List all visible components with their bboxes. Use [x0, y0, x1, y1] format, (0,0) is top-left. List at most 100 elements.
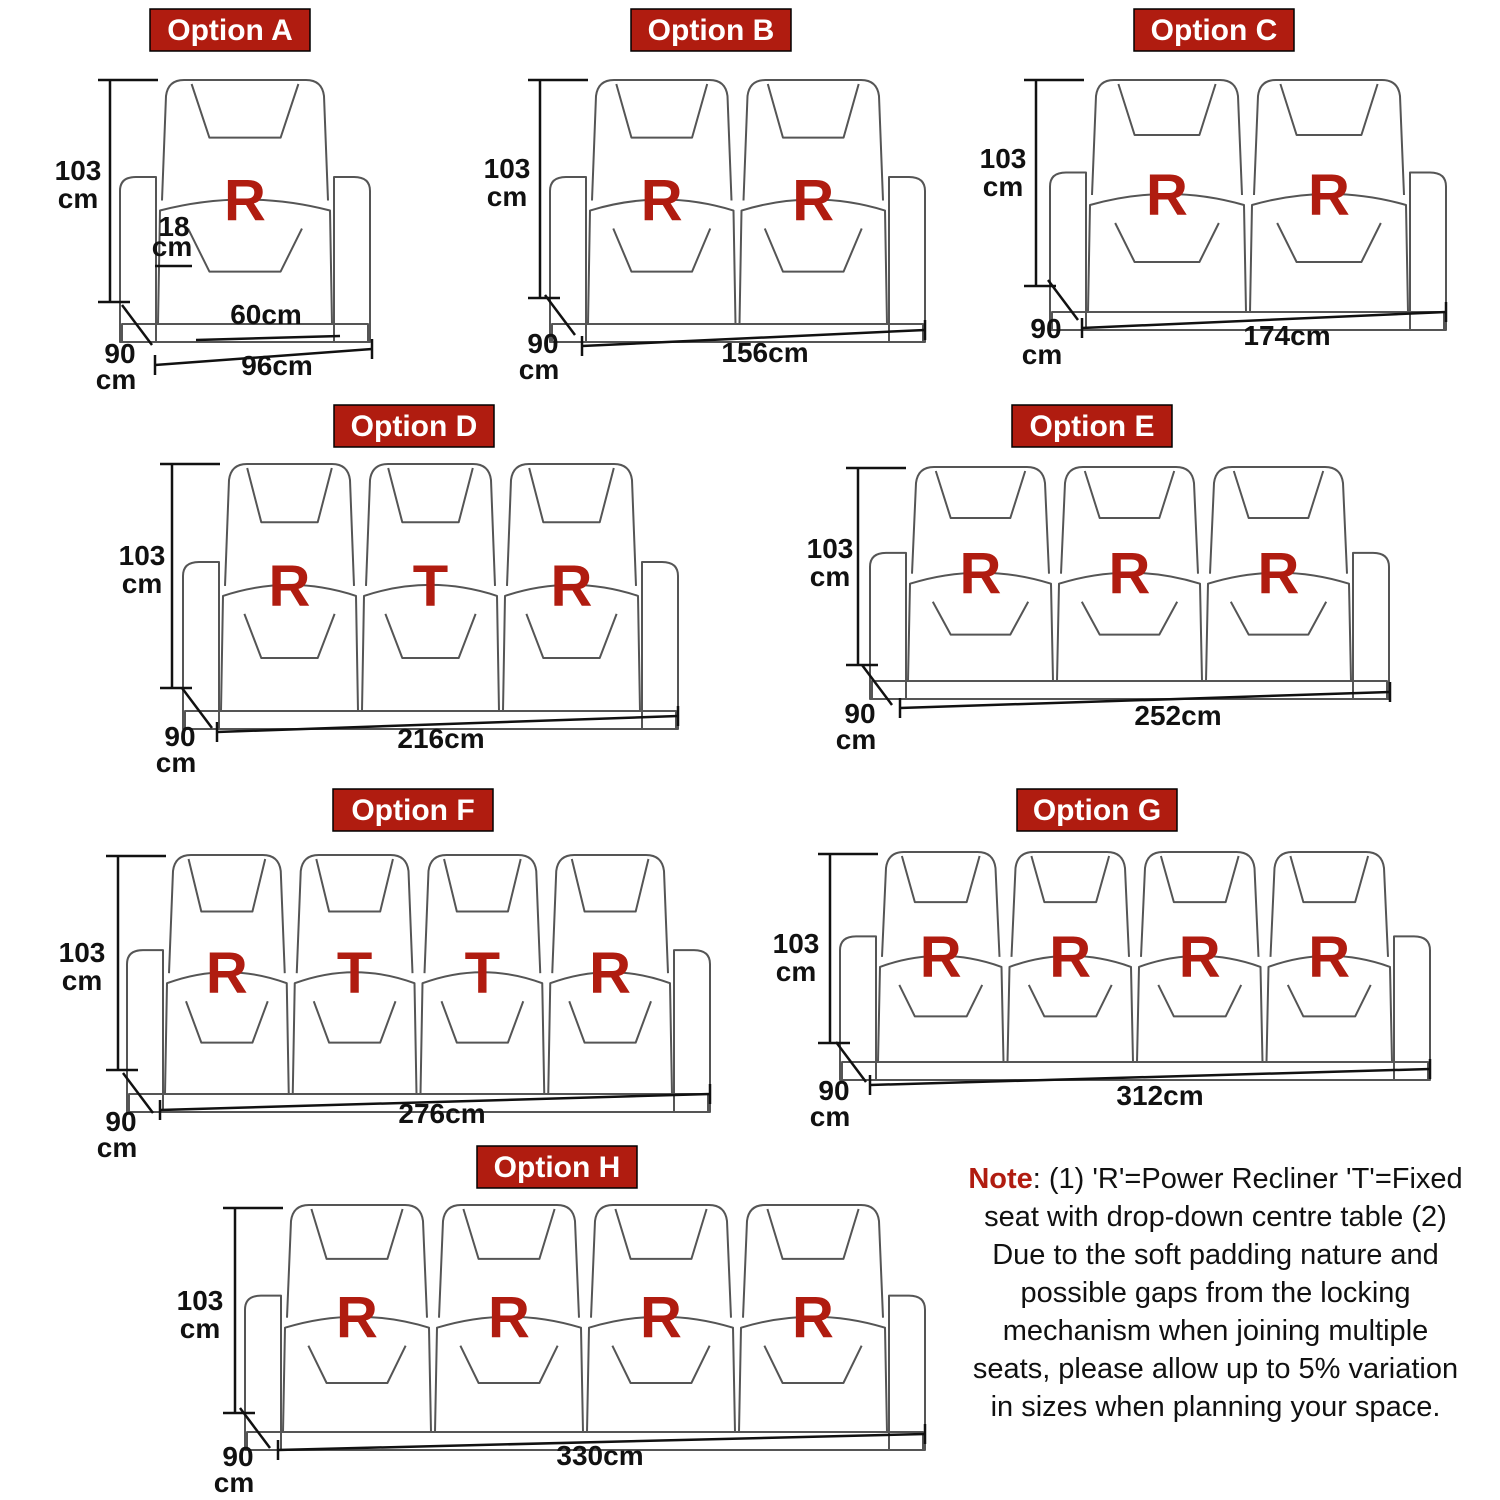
depth-unit: cm: [519, 354, 559, 385]
depth-dimension-line: [122, 1072, 154, 1114]
seat-backrest: [1140, 851, 1260, 957]
height-value: 103: [177, 1285, 224, 1316]
seat-type-label: R: [1179, 925, 1221, 990]
option-label-bg: [333, 404, 495, 448]
seat-type-label: T: [413, 554, 448, 619]
option-label: Option A: [167, 14, 293, 47]
option-label-bg: [1011, 404, 1173, 448]
option-label-bg: [630, 8, 792, 52]
seat-cushion: [586, 1315, 736, 1433]
seat-panel: [243, 613, 336, 659]
seat-backrest: [742, 1204, 884, 1318]
depth-dimension-line: [239, 1407, 271, 1449]
arm-width-unit: cm: [152, 231, 192, 262]
height-value: 103: [55, 155, 102, 186]
headrest: [934, 470, 1027, 520]
sofa-outline: [869, 466, 1390, 700]
headrest: [246, 467, 333, 524]
seat-backrest: [1269, 851, 1389, 957]
seat-panel: [459, 1345, 559, 1384]
sofa-outline: [549, 79, 926, 343]
sofa-base: [246, 1431, 924, 1451]
seat-panel: [307, 1345, 407, 1384]
seat-type-label: R: [960, 542, 1002, 607]
height-unit: cm: [487, 181, 527, 212]
seat-cushion: [1006, 954, 1134, 1063]
option-label: Option H: [494, 1151, 621, 1184]
seat-panel: [440, 1000, 525, 1044]
seat-backrest: [1253, 79, 1405, 196]
height-unit: cm: [810, 561, 850, 592]
right-armrest: [1352, 551, 1390, 700]
width-dimension-line: [277, 1432, 926, 1452]
option-label: Option G: [1033, 794, 1161, 827]
sofa-outline: [244, 1204, 926, 1451]
right-armrest: [888, 175, 926, 343]
option-label: Option B: [648, 14, 775, 47]
depth-value: 90: [844, 698, 875, 729]
seat-backrest: [881, 851, 1001, 957]
sofa-outline: [182, 463, 679, 730]
seat-backrest: [423, 854, 542, 974]
right-armrest: [888, 1294, 926, 1451]
seat-type-label: R: [792, 169, 834, 234]
seat-cushion: [1087, 193, 1247, 313]
option-label-bg: [332, 788, 494, 832]
sofa-base: [1051, 311, 1445, 331]
height-value: 103: [807, 533, 854, 564]
seat-cushion: [164, 971, 290, 1095]
sofa-outline: [119, 79, 371, 343]
height-unit: cm: [62, 965, 102, 996]
sofa-base: [128, 1093, 709, 1113]
headrest: [310, 1208, 404, 1260]
seat-type-label: T: [337, 941, 372, 1006]
seat-cushion: [587, 198, 737, 325]
option-label-bg: [149, 8, 311, 52]
seat-type-label: R: [206, 941, 248, 1006]
seat-panel: [763, 1345, 863, 1384]
width-value: 276cm: [398, 1098, 485, 1129]
height-unit: cm: [983, 171, 1023, 202]
seat-type-label: R: [1308, 163, 1350, 228]
arm-width-value: 18: [158, 211, 189, 242]
left-armrest: [182, 561, 220, 730]
seat-panel: [763, 228, 863, 273]
sofa-base: [551, 323, 924, 343]
seat-panel: [1080, 601, 1179, 636]
option-label: Option C: [1151, 14, 1278, 47]
headrest: [528, 467, 615, 524]
seat-cushion: [738, 198, 888, 325]
sofa-outline: [126, 854, 711, 1113]
seat-cushion: [877, 954, 1005, 1063]
seat-backrest: [742, 79, 884, 201]
depth-unit: cm: [96, 364, 136, 395]
right-armrest: [1409, 171, 1447, 331]
depth-dimension-line: [1047, 279, 1079, 321]
depth-unit: cm: [836, 724, 876, 755]
depth-value: 90: [818, 1075, 849, 1106]
width-value: 216cm: [397, 723, 484, 754]
seat-cushion: [419, 971, 546, 1095]
note-text: Note: (1) 'R'=Power Recliner 'T'=Fixed s…: [968, 1160, 1463, 1426]
seat-type-label: R: [640, 1286, 682, 1351]
width-dimension-line: [1081, 310, 1447, 330]
depth-value: 90: [164, 721, 195, 752]
width-value: 156cm: [721, 337, 808, 368]
width-value: 312cm: [1116, 1080, 1203, 1111]
option-label: Option E: [1030, 410, 1155, 443]
left-armrest: [119, 175, 157, 343]
seat-panel: [312, 1000, 397, 1044]
height-value: 103: [773, 928, 820, 959]
seat-type-label: R: [336, 1286, 378, 1351]
sofa-outline: [1049, 79, 1447, 331]
seat-panel: [931, 601, 1030, 636]
seat-cushion: [361, 583, 500, 712]
width-dimension-line: [581, 328, 926, 348]
seat-panel: [187, 228, 303, 273]
left-armrest: [549, 175, 587, 343]
left-armrest: [244, 1294, 282, 1451]
